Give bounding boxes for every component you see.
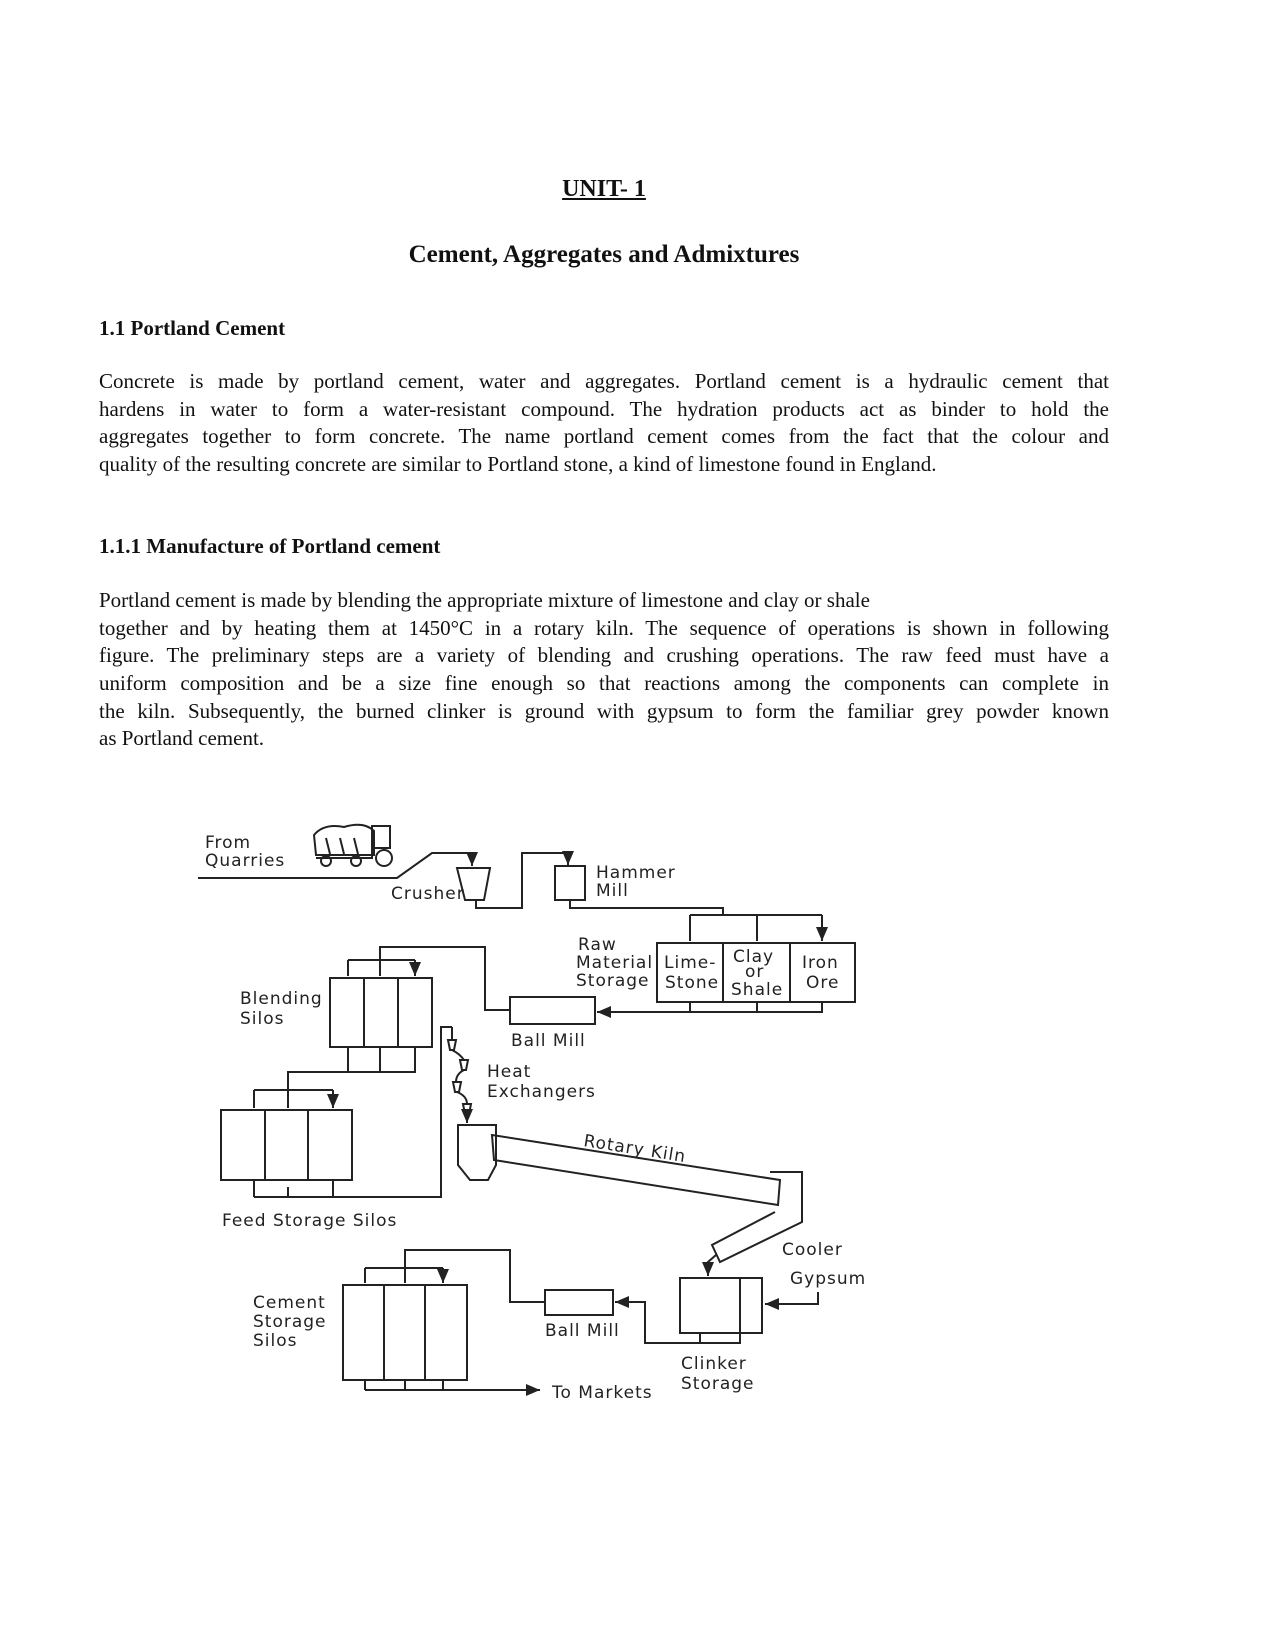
label-cement-silos: Silos: [253, 1331, 298, 1351]
flow-arrows: [364, 1268, 443, 1283]
flow-arrows: [689, 915, 822, 941]
text-line: as Portland cement.: [99, 726, 265, 751]
ball-mill-1-box: [509, 996, 596, 1025]
label-hammer: Hammer: [596, 863, 676, 883]
text-line: aggregates together to form concrete. Th…: [99, 424, 1109, 449]
kiln-inlet-hopper: [457, 1124, 497, 1181]
label-blending: Blending: [240, 989, 323, 1009]
blending-silos-box: [329, 977, 433, 1048]
label-ball-mill-2: Ball Mill: [545, 1321, 620, 1341]
label-limestone-1: Lime-: [664, 953, 716, 973]
divider: [722, 943, 791, 1002]
label-from: From: [205, 833, 251, 853]
crusher-icon: [455, 867, 492, 901]
text-line: figure. The preliminary steps are a vari…: [99, 643, 1109, 668]
label-feed-storage-silos: Feed Storage Silos: [222, 1211, 397, 1231]
label-ball-mill-1: Ball Mill: [511, 1031, 586, 1051]
label-cement: Cement: [253, 1293, 326, 1313]
label-heat: Heat: [487, 1062, 531, 1082]
label-clinker: Clinker: [681, 1354, 747, 1374]
label-storage: Storage: [576, 971, 650, 991]
paragraph-portland-cement: Concrete is made by portland cement, wat…: [99, 368, 1109, 479]
flow-line: [365, 1249, 545, 1303]
rotary-kiln: [490, 1133, 782, 1207]
label-cement-storage: Storage: [253, 1312, 327, 1332]
text-line: Concrete is made by portland cement, wat…: [99, 369, 1109, 393]
label-rotary-kiln: Rotary Kiln: [582, 1131, 687, 1167]
section-heading-1-1-1: 1.1.1 Manufacture of Portland cement: [99, 534, 441, 558]
flow-line: [253, 1026, 452, 1198]
hammer-mill-box: [554, 865, 586, 901]
label-iron: Iron: [802, 953, 839, 973]
label-limestone-2: Stone: [665, 973, 719, 993]
flow-line: [254, 1047, 416, 1091]
divider: [264, 1110, 309, 1180]
cement-storage-silos-box: [342, 1284, 468, 1381]
section-heading-1-1: 1.1 Portland Cement: [99, 316, 286, 340]
feed-storage-silos-box: [220, 1109, 353, 1181]
paragraph-manufacture: Portland cement is made by blending the …: [99, 587, 1109, 753]
clinker-storage-box: [679, 1277, 763, 1334]
text-line: uniform composition and be a size fine e…: [99, 671, 1109, 696]
label-shale: Shale: [731, 980, 783, 1000]
flow-line: [569, 900, 822, 916]
flow-line: [475, 851, 574, 909]
truck-icon: [312, 823, 393, 867]
label-clay: Clay: [733, 947, 774, 967]
flow-line: [597, 1002, 823, 1012]
cooler: [710, 1171, 803, 1264]
gypsum-line: [765, 1292, 819, 1310]
flow-line: [702, 1254, 717, 1276]
divider: [383, 1285, 426, 1380]
text-line: Portland cement is made by blending the …: [99, 588, 870, 612]
label-gypsum: Gypsum: [790, 1269, 866, 1289]
text-line: hardens in water to form a water-resista…: [99, 396, 1109, 421]
heat-exchangers-icon: [446, 1027, 473, 1123]
label-mill: Mill: [596, 881, 629, 901]
label-quarries: Quarries: [205, 851, 285, 871]
conveyor-line: [198, 852, 478, 879]
text-line: quality of the resulting concrete are si…: [99, 452, 937, 477]
flow-arrows: [347, 960, 415, 976]
label-ore: Ore: [806, 973, 839, 993]
flow-line: [615, 1302, 741, 1344]
label-exchangers: Exchangers: [487, 1082, 596, 1102]
text-line: together and by heating them at 1450°C i…: [99, 615, 1109, 640]
unit-heading: UNIT- 1: [0, 176, 1208, 203]
ball-mill-2-box: [544, 1289, 614, 1316]
label-silos: Silos: [240, 1009, 285, 1029]
label-raw: Raw: [578, 935, 617, 955]
to-markets-line: [364, 1380, 540, 1390]
label-crusher: Crusher: [391, 884, 465, 904]
text-line: the kiln. Subsequently, the burned clink…: [99, 698, 1109, 723]
divider: [363, 978, 399, 1047]
flow-arrows: [253, 1090, 333, 1108]
label-to-markets: To Markets: [551, 1383, 653, 1403]
label-clinker-storage: Storage: [681, 1374, 755, 1394]
label-cooler: Cooler: [782, 1240, 843, 1260]
label-or: or: [745, 962, 764, 982]
label-material: Material: [576, 953, 653, 973]
unit-label: UNIT- 1: [562, 176, 646, 202]
page-title: Cement, Aggregates and Admixtures: [408, 241, 800, 268]
